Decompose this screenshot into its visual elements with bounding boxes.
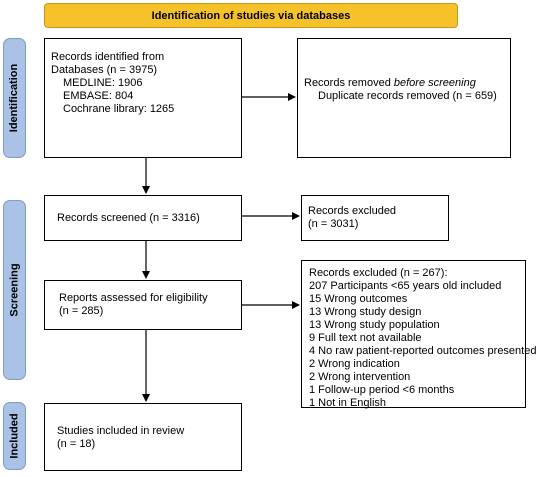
stage-screening: Screening: [3, 200, 26, 380]
studies-included-count: (n = 18): [57, 438, 96, 450]
exclusion-reason: 207 Participants <65 years old included: [309, 280, 502, 292]
records-identified-title: Records identified from: [51, 51, 165, 63]
diagram-header: Identification of studies via databases: [44, 3, 458, 28]
studies-included-title: Studies included in review: [57, 425, 185, 437]
exclusion-reason: 15 Wrong outcomes: [309, 293, 408, 305]
studies-included-box: Studies included in review (n = 18): [44, 403, 242, 471]
records-removed-box: Records removed before screening Duplica…: [297, 38, 511, 158]
records-excluded-count: (n = 3031): [308, 218, 359, 230]
reports-assessed-title: Reports assessed for eligibility: [59, 292, 208, 304]
reports-assessed-count: (n = 285): [59, 305, 104, 317]
duplicates-removed: Duplicate records removed (n = 659): [318, 90, 497, 102]
records-screened-text: Records screened (n = 3316): [57, 211, 200, 224]
exclusion-reason: 13 Wrong study population: [309, 319, 440, 331]
exclusion-reason: 2 Wrong indication: [309, 358, 400, 370]
header-title: Identification of studies via databases: [151, 9, 351, 22]
reports-assessed-box: Reports assessed for eligibility (n = 28…: [44, 280, 242, 330]
exclusion-reason: 4 No raw patient-reported outcomes prese…: [309, 345, 537, 357]
reports-excluded-title: Records excluded (n = 267):: [309, 267, 448, 279]
exclusion-reason: 9 Full text not available: [309, 332, 422, 344]
exclusion-reason: 13 Wrong study design: [309, 306, 422, 318]
exclusion-reason: 2 Wrong intervention: [309, 371, 411, 383]
records-removed-title: Records removed before screening: [304, 77, 504, 90]
stage-identification: Identification: [3, 38, 26, 158]
records-removed-emphasis: before screening: [393, 77, 476, 89]
records-identified-box: Records identified from Databases (n = 3…: [44, 38, 242, 158]
stage-included: Included: [3, 402, 26, 470]
records-removed-prefix: Records removed: [304, 77, 394, 89]
records-excluded-box: Records excluded (n = 3031): [301, 195, 449, 241]
source-cochrane: Cochrane library: 1265: [63, 103, 175, 115]
source-embase: EMBASE: 804: [63, 90, 134, 102]
exclusion-reason: 1 Not in English: [309, 397, 387, 409]
reports-excluded-box: Records excluded (n = 267): 207 Particip…: [301, 260, 537, 409]
exclusion-reason: 1 Follow-up period <6 months: [309, 384, 455, 396]
records-screened-box: Records screened (n = 3316): [44, 195, 242, 241]
records-identified-total: Databases (n = 3975): [51, 64, 158, 76]
source-medline: MEDLINE: 1906: [63, 77, 143, 89]
records-excluded-title: Records excluded: [308, 205, 397, 217]
